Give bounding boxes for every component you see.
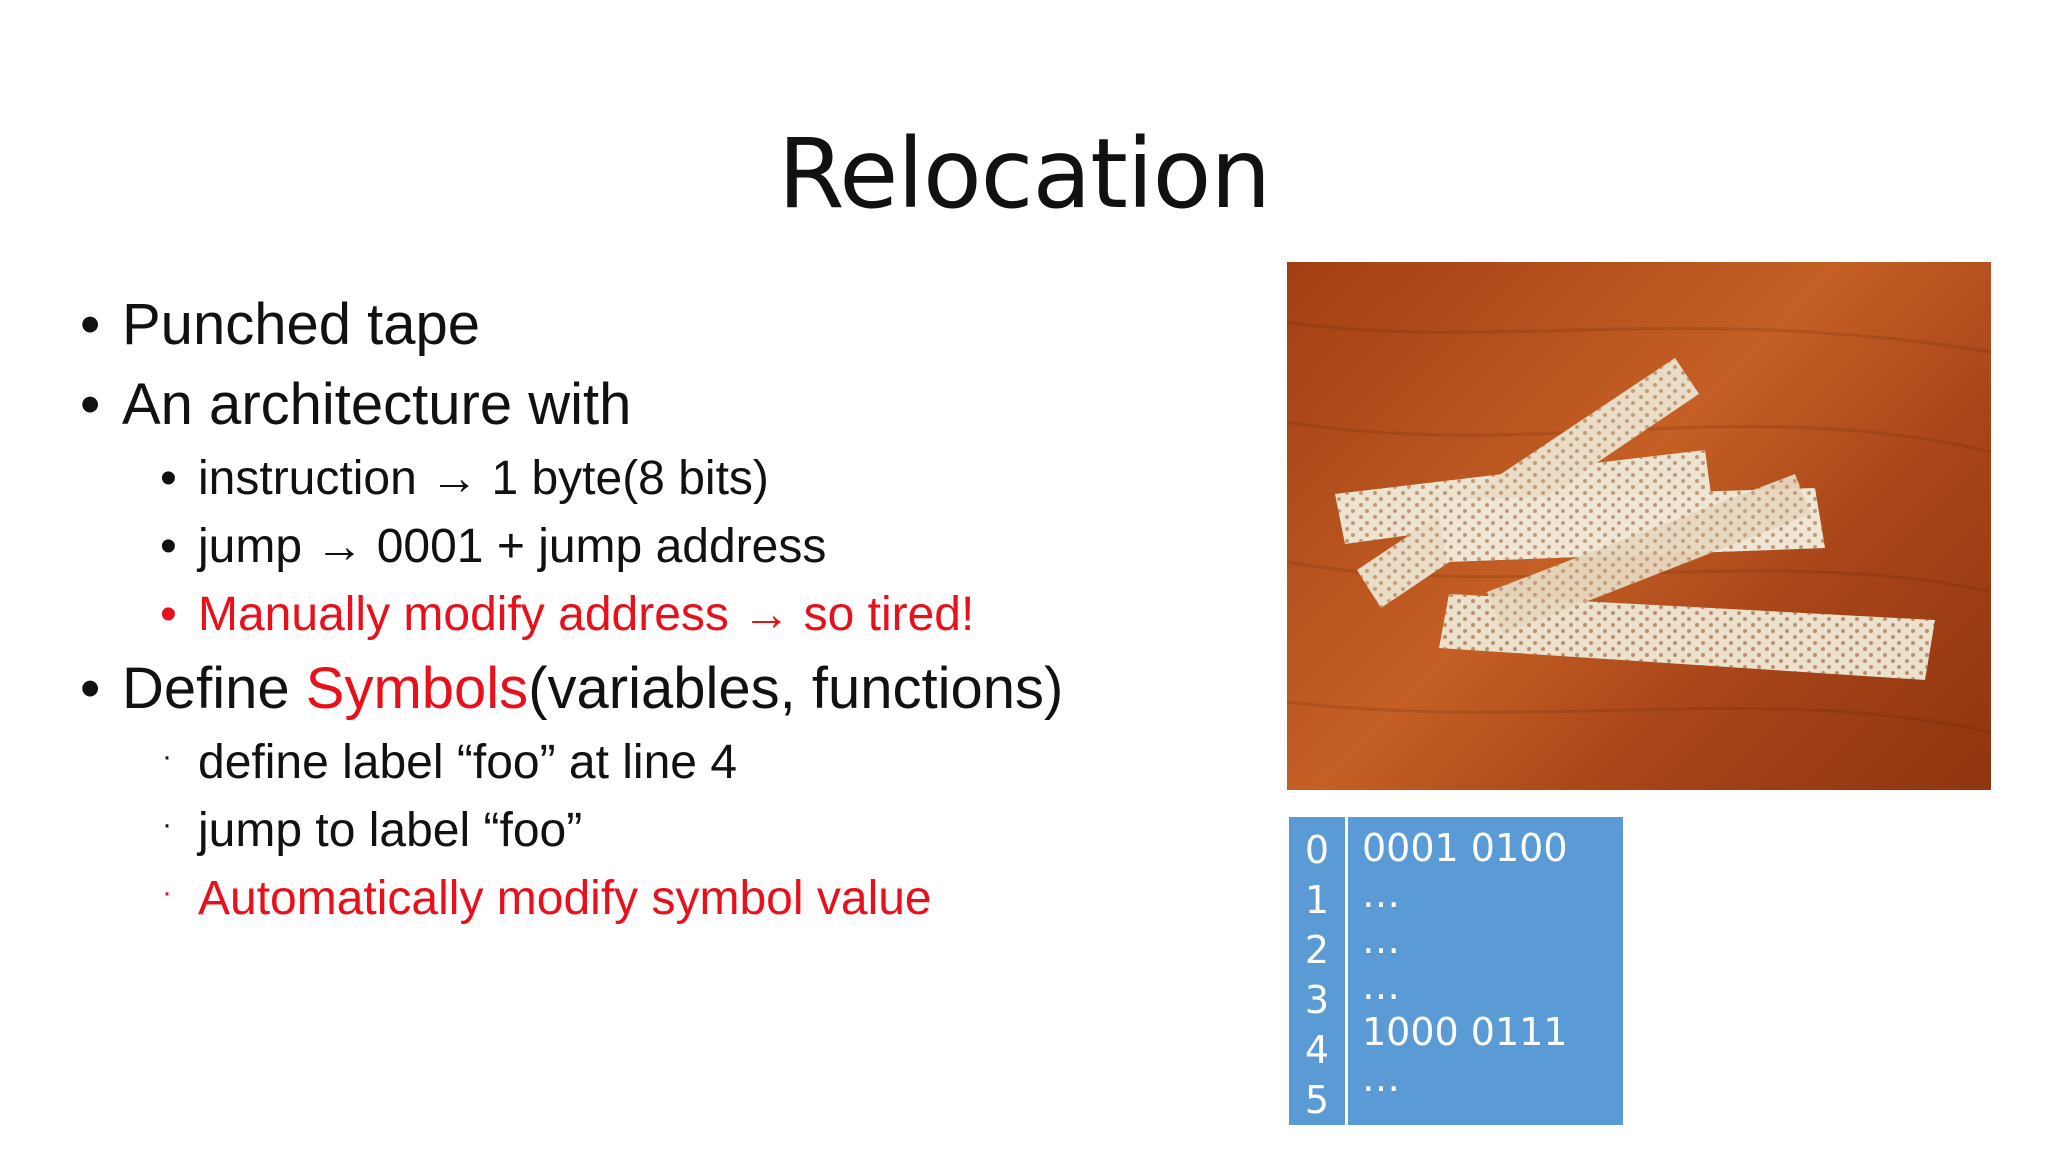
bullet-text: An architecture with: [122, 372, 632, 437]
bullet-text: Manually modify address → so tired!: [198, 588, 975, 641]
bullet-dot: ·: [162, 740, 172, 773]
bullet-text-pre: Define: [122, 656, 306, 721]
tape-strip-5: [1487, 474, 1811, 634]
memory-table: 0 1 2 3 4 5 0001 0100 … … … 1000 0111 …: [1287, 815, 1625, 1127]
memory-address: 5: [1304, 1078, 1330, 1122]
memory-address: 3: [1304, 978, 1330, 1022]
memory-value-column: 0001 0100 … … … 1000 0111 …: [1348, 817, 1623, 1125]
bullet-dot: •: [80, 372, 101, 437]
bullet-text: Punched tape: [122, 292, 480, 357]
tape-strip-4: [1439, 594, 1935, 680]
tape-strip-2: [1357, 358, 1699, 608]
memory-value: …: [1362, 964, 1400, 1008]
bullet-text: Automatically modify symbol value: [198, 872, 932, 925]
bullet-dot: •: [160, 520, 177, 573]
bullet-punched-tape: • Punched tape: [80, 285, 1260, 365]
sub-bullet-auto-modify: · Automatically modify symbol value: [80, 865, 1260, 933]
sub-bullet-manual-modify: • Manually modify address → so tired!: [80, 581, 1260, 649]
bullet-define-symbols: • Define Symbols(variables, functions): [80, 649, 1260, 729]
bullet-list: • Punched tape • An architecture with • …: [80, 285, 1260, 933]
memory-address: 2: [1304, 928, 1330, 972]
bullet-architecture: • An architecture with: [80, 365, 1260, 445]
bullet-dot: •: [160, 588, 177, 641]
bullet-text-highlight: Symbols: [305, 656, 529, 721]
memory-value: …: [1362, 1056, 1400, 1100]
memory-address: 4: [1304, 1028, 1330, 1072]
bullet-dot: •: [80, 656, 101, 721]
bullet-text: instruction → 1 byte(8 bits): [198, 452, 769, 505]
bullet-text: jump → 0001 + jump address: [198, 520, 827, 573]
bullet-text: define label “foo” at line 4: [198, 736, 738, 789]
bullet-dot: •: [80, 292, 101, 357]
slide-title: Relocation: [777, 118, 1271, 230]
memory-value: …: [1362, 872, 1400, 916]
memory-address-column: 0 1 2 3 4 5: [1289, 817, 1348, 1125]
sub-bullet-jump: • jump → 0001 + jump address: [80, 513, 1260, 581]
punched-tape-drawing: [1287, 320, 1991, 734]
bullet-text-post: (variables, functions): [528, 656, 1064, 721]
punched-tape-photo: [1287, 262, 1991, 790]
bullet-dot: •: [160, 452, 177, 505]
memory-value: 1000 0111: [1362, 1010, 1568, 1054]
memory-value: 0001 0100: [1362, 826, 1568, 870]
memory-address: 1: [1304, 878, 1330, 922]
sub-bullet-define-label: · define label “foo” at line 4: [80, 729, 1260, 797]
sub-bullet-instruction: • instruction → 1 byte(8 bits): [80, 445, 1260, 513]
bullet-dot: ·: [162, 808, 172, 841]
memory-value: …: [1362, 918, 1400, 962]
bullet-text: jump to label “foo”: [198, 804, 583, 857]
bullet-dot: ·: [162, 876, 172, 909]
memory-address: 0: [1304, 828, 1330, 872]
sub-bullet-jump-label: · jump to label “foo”: [80, 797, 1260, 865]
